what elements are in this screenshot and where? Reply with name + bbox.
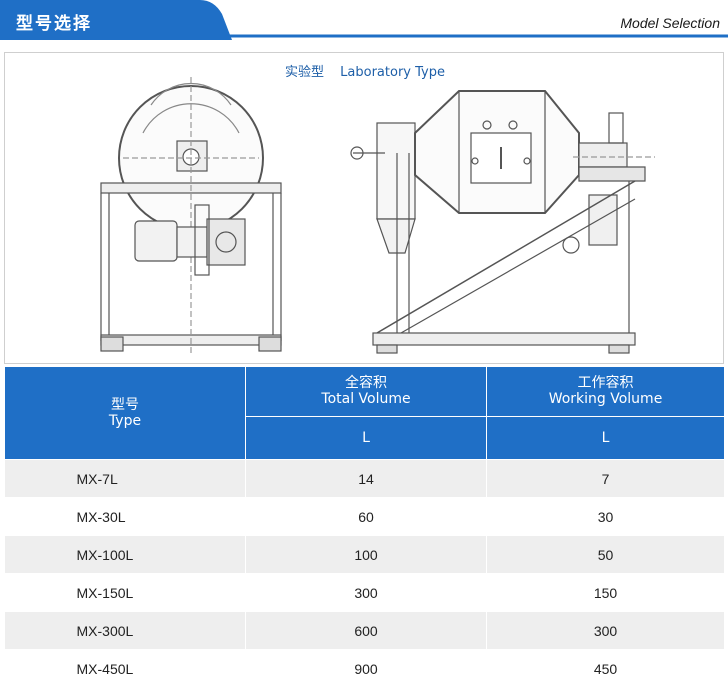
header-total-en: Total Volume — [321, 391, 411, 408]
cell-model: MX-450L — [4, 649, 246, 688]
header-working-en: Working Volume — [548, 391, 663, 408]
drawing-panel: 实验型 Laboratory Type — [4, 52, 724, 364]
model-table: 型号 Type 全容积 Total Volume 工作容积 Working Vo… — [4, 366, 725, 688]
header-model-en: Type — [108, 413, 142, 429]
header-title-cn: 型号选择 — [16, 14, 92, 34]
cell-model: MX-150L — [4, 573, 246, 612]
cell-model: MX-7L — [4, 459, 246, 498]
cell-working: 300 — [486, 611, 725, 650]
header-total-cn: 全容积 — [345, 375, 387, 392]
table-row: MX-7L 14 7 — [4, 459, 725, 498]
header-title-en: Model Selection — [620, 15, 720, 31]
cell-working: 50 — [486, 535, 725, 574]
header-working-volume: 工作容积 Working Volume — [486, 366, 725, 417]
cell-total: 300 — [245, 573, 487, 612]
cell-working: 30 — [486, 497, 725, 536]
cell-total: 14 — [245, 459, 487, 498]
header-working-cn: 工作容积 — [577, 375, 634, 392]
header-total-unit: L — [245, 415, 487, 461]
table-row: MX-450L 900 450 — [4, 649, 725, 688]
section-header: 型号选择 Model Selection — [0, 0, 728, 40]
caption-cn: 实验型 — [285, 65, 325, 80]
drawing-caption: 实验型 Laboratory Type — [5, 61, 725, 80]
header-model: 型号 Type — [4, 366, 246, 460]
header-working-unit: L — [486, 415, 725, 461]
cell-total: 60 — [245, 497, 487, 536]
table-row: MX-150L 300 150 — [4, 573, 725, 612]
table-row: MX-30L 60 30 — [4, 497, 725, 536]
header-rule — [226, 34, 728, 38]
cell-model: MX-300L — [4, 611, 246, 650]
table-row: MX-300L 600 300 — [4, 611, 725, 650]
cell-model: MX-100L — [4, 535, 246, 574]
cell-total: 600 — [245, 611, 487, 650]
cell-total: 100 — [245, 535, 487, 574]
cell-working: 150 — [486, 573, 725, 612]
header-tab-shape — [0, 0, 232, 40]
mixer-drawing — [100, 77, 655, 354]
caption-en: Laboratory Type — [340, 65, 445, 80]
cell-total: 900 — [245, 649, 487, 688]
cell-working: 7 — [486, 459, 725, 498]
header-model-cn: 型号 — [111, 397, 139, 413]
table-row: MX-100L 100 50 — [4, 535, 725, 574]
header-total-volume: 全容积 Total Volume — [245, 366, 487, 417]
cell-working: 450 — [486, 649, 725, 688]
cell-model: MX-30L — [4, 497, 246, 536]
